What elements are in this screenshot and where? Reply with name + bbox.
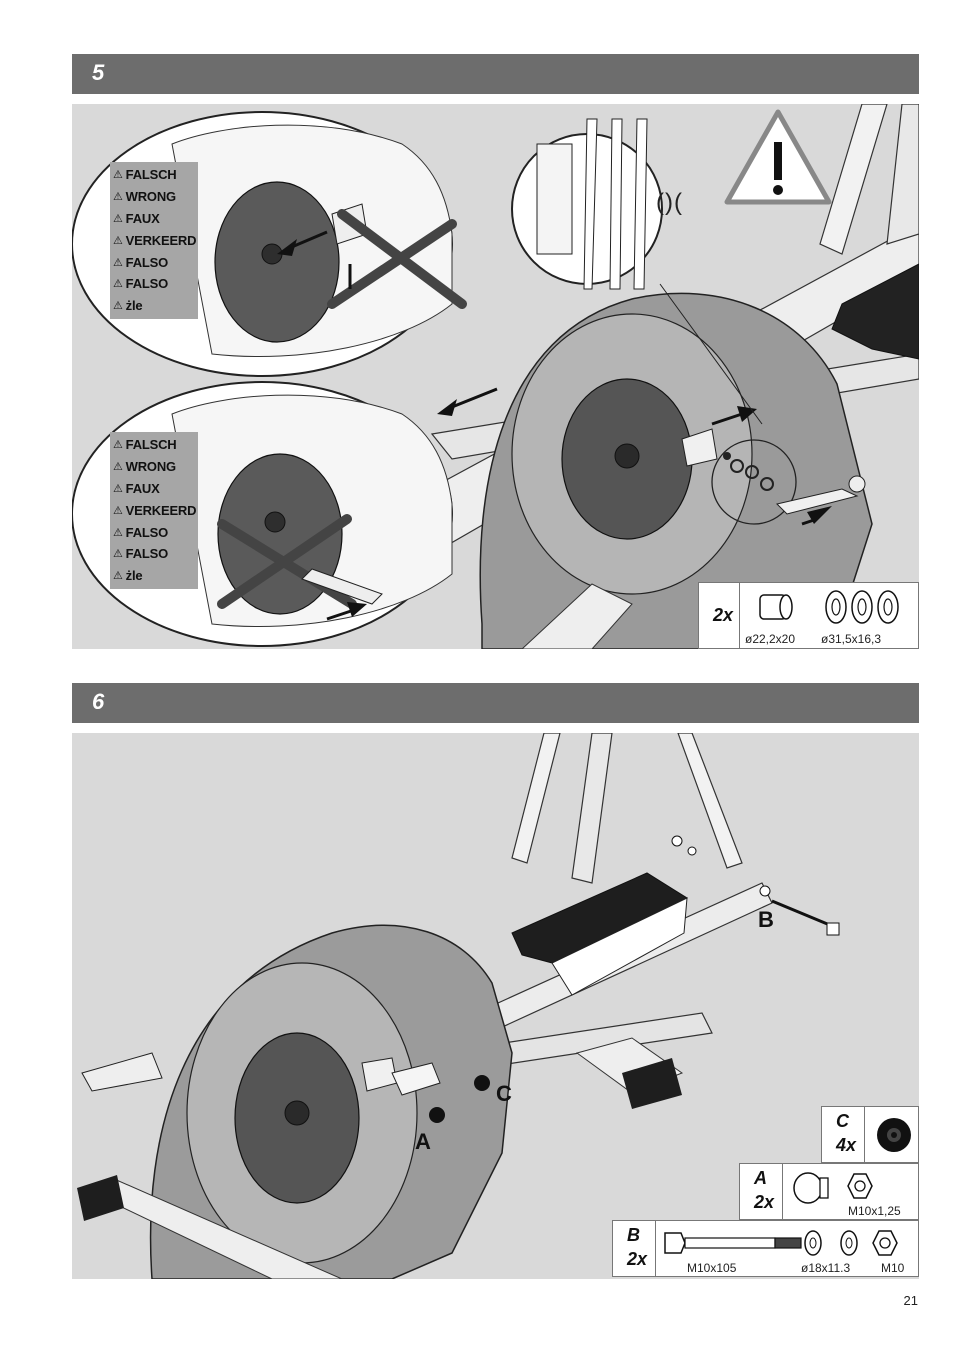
warning-list-bottom: ⚠FALSCH ⚠WRONG ⚠FAUX ⚠VERKEERD ⚠FALSO ⚠F… xyxy=(110,432,198,589)
warning-item: ⚠FALSO xyxy=(113,546,169,562)
warning-item: ⚠żle xyxy=(113,298,143,314)
warning-item: ⚠FALSO xyxy=(113,254,169,270)
parts-box-step5: 2x ø22,2x20 ø31,5x16,3 xyxy=(698,582,919,649)
end-cap-and-nut-icon xyxy=(793,1172,873,1204)
warning-icon: ⚠ xyxy=(113,461,123,474)
spacer-and-washers-icon xyxy=(759,590,899,624)
warning-item: ⚠VERKEERD xyxy=(113,502,197,518)
warning-icon: ⚠ xyxy=(113,169,123,182)
spacer-detail-symbol: ()( xyxy=(656,189,683,216)
warning-list-top: ⚠FALSCH ⚠WRONG ⚠FAUX ⚠VERKEERD ⚠FALSO ⚠F… xyxy=(110,162,198,319)
washer-dimension: ø31,5x16,3 xyxy=(821,632,882,646)
warning-icon: ⚠ xyxy=(113,212,123,225)
warning-item: ⚠FALSO xyxy=(113,524,169,540)
warning-item: ⚠FALSCH xyxy=(113,437,177,453)
warning-item: ⚠FAUX xyxy=(113,210,160,226)
warning-icon: ⚠ xyxy=(113,300,123,313)
bolt-dimension: M10x105 xyxy=(687,1261,737,1275)
nut-dimension: M10x1,25 xyxy=(848,1204,901,1218)
parts-qty: 2x xyxy=(627,1249,648,1269)
warning-item: ⚠FALSCH xyxy=(113,167,177,183)
part-label: B xyxy=(627,1225,640,1245)
callout-c: C xyxy=(496,1081,512,1106)
warning-item: ⚠WRONG xyxy=(113,459,176,475)
spacer-dimension: ø22,2x20 xyxy=(745,632,796,646)
parts-box-b: B 2x M10x105 ø18x11.3 M10 xyxy=(612,1220,919,1277)
warning-item: ⚠WRONG xyxy=(113,189,176,205)
step-6-header: 6 xyxy=(72,683,919,723)
step-5-drawing xyxy=(72,104,919,649)
warning-item: ⚠żle xyxy=(113,568,143,584)
parts-box-c: C 4x xyxy=(821,1106,919,1163)
step-number: 6 xyxy=(92,689,105,714)
parts-qty: 4x xyxy=(836,1135,857,1155)
parts-qty: 2x xyxy=(713,605,734,625)
part-label: C xyxy=(836,1111,849,1131)
cap-icon xyxy=(877,1118,911,1152)
page-number: 21 xyxy=(903,1293,918,1308)
warning-icon: ⚠ xyxy=(113,439,123,452)
warning-icon: ⚠ xyxy=(113,548,123,561)
bolt-washer-nut-icon xyxy=(664,1230,898,1256)
step-5-illustration: ⚠FALSCH ⚠WRONG ⚠FAUX ⚠VERKEERD ⚠FALSO ⚠F… xyxy=(72,104,919,649)
step-6-illustration: B C A C 4x A 2x M10x1,25 B 2x xyxy=(72,733,919,1279)
warning-icon: ⚠ xyxy=(113,278,123,291)
warning-item: ⚠VERKEERD xyxy=(113,232,197,248)
washer-dimension: ø18x11.3 xyxy=(801,1261,851,1275)
part-label: A xyxy=(754,1168,767,1188)
warning-icon: ⚠ xyxy=(113,526,123,539)
warning-icon: ⚠ xyxy=(113,570,123,583)
callout-b: B xyxy=(758,907,774,932)
warning-icon: ⚠ xyxy=(113,234,123,247)
parts-box-a: A 2x M10x1,25 xyxy=(739,1163,919,1220)
warning-item: ⚠FAUX xyxy=(113,480,160,496)
warning-icon: ⚠ xyxy=(113,191,123,204)
parts-qty: 2x xyxy=(754,1192,775,1212)
step-5-header: 5 xyxy=(72,54,919,94)
step-6-drawing xyxy=(77,733,840,1279)
warning-icon: ⚠ xyxy=(113,482,123,495)
warning-icon: ⚠ xyxy=(113,504,123,517)
step-number: 5 xyxy=(92,60,105,85)
callout-a: A xyxy=(415,1129,431,1154)
warning-item: ⚠FALSO xyxy=(113,276,169,292)
warning-icon: ⚠ xyxy=(113,256,123,269)
nut-dimension: M10 xyxy=(881,1261,905,1275)
